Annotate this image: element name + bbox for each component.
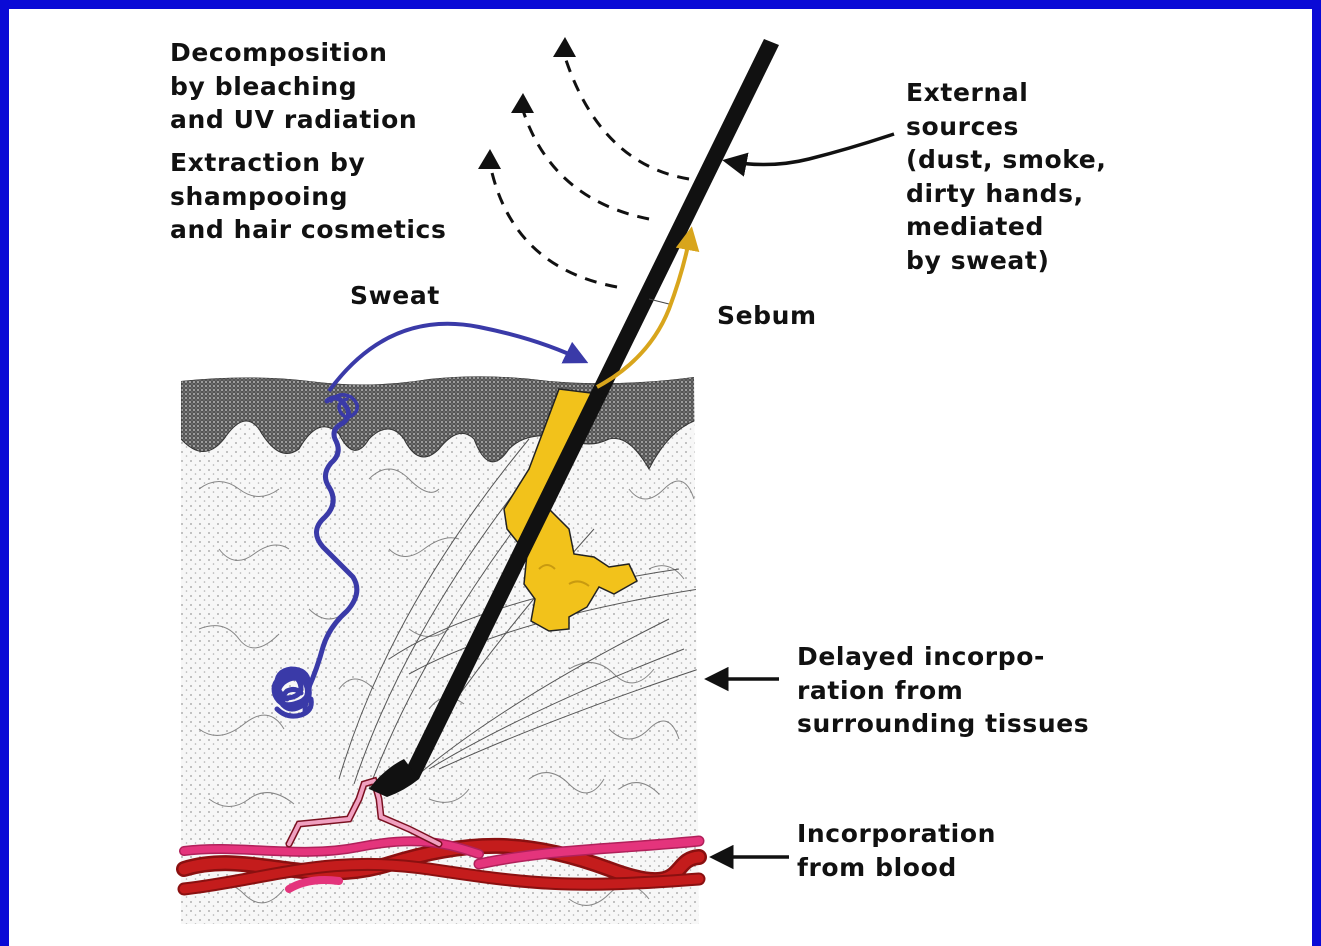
diagram-slide: Decomposition by bleaching and UV radiat… bbox=[9, 9, 1312, 946]
decomposition-extraction-arrows bbox=[489, 54, 689, 287]
label-delayed-incorporation: Delayed incorpo- ration from surrounding… bbox=[797, 640, 1089, 741]
label-external-sources: External sources (dust, smoke, dirty han… bbox=[906, 76, 1106, 277]
dashed-arrowheads bbox=[478, 37, 576, 169]
external-sources-arrow bbox=[727, 134, 894, 165]
label-sweat: Sweat bbox=[350, 279, 440, 313]
label-decomposition: Decomposition by bleaching and UV radiat… bbox=[170, 36, 417, 137]
label-sebum: Sebum bbox=[717, 299, 817, 333]
label-extraction: Extraction by shampooing and hair cosmet… bbox=[170, 146, 446, 247]
label-blood-incorporation: Incorporation from blood bbox=[797, 817, 996, 884]
